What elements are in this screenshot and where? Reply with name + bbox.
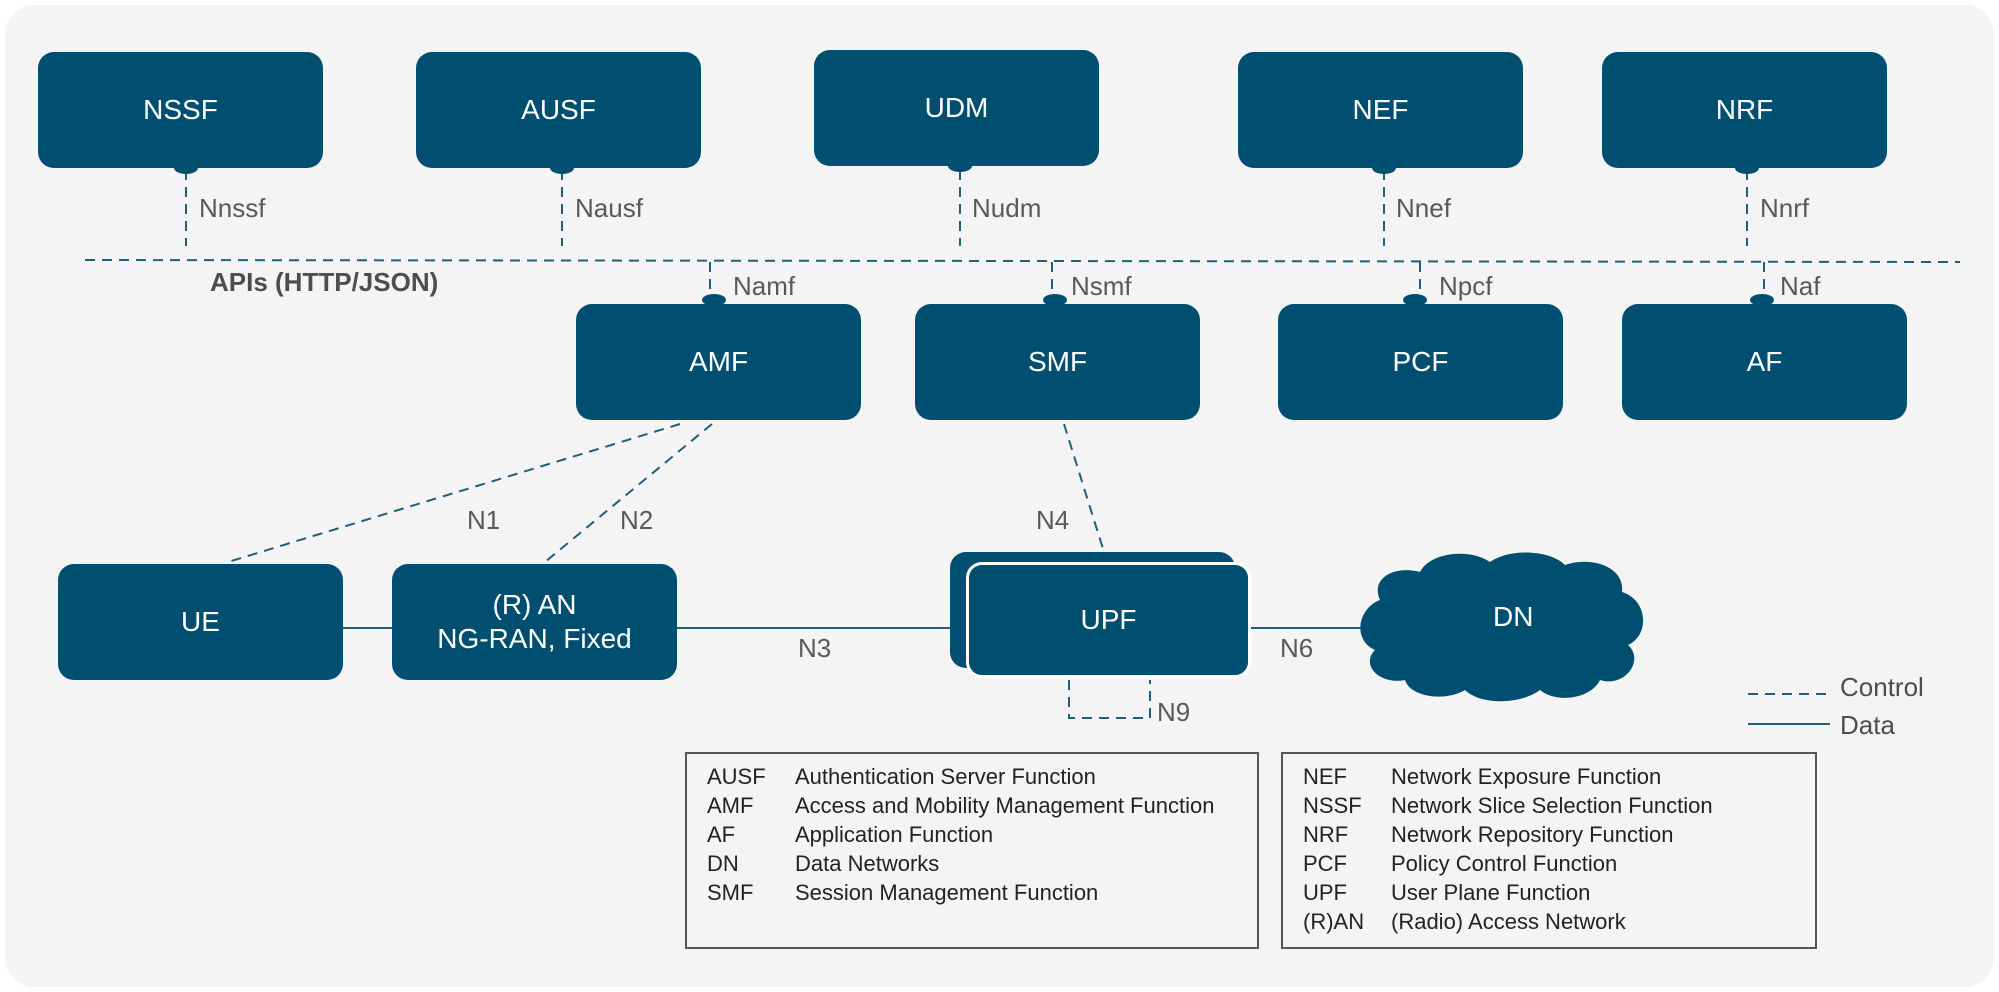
legend-row: (R)AN (Radio) Access Network xyxy=(1303,907,1815,936)
legend-abbr: SMF xyxy=(707,880,754,905)
n1-link xyxy=(227,423,681,563)
legend-left: AUSF Authentication Server Function AMF Ac… xyxy=(685,752,1259,949)
legend-abbr: NSSF xyxy=(1303,793,1362,818)
legend-abbr: DN xyxy=(707,851,739,876)
legend-row: SMF Session Management Function xyxy=(707,878,1257,907)
legend-row: PCF Policy Control Function xyxy=(1303,849,1815,878)
legend-desc: Access and Mobility Management Function xyxy=(795,793,1215,818)
nf-name: NEF xyxy=(1352,94,1409,125)
dn-label: DN xyxy=(1493,601,1534,632)
nf-name: NRF xyxy=(1715,94,1774,125)
ref-label-n2: N2 xyxy=(620,505,654,535)
legend-abbr: (R)AN xyxy=(1303,909,1365,934)
n9-loop xyxy=(1068,680,1151,719)
legend-right: NEF Network Exposure Function NSSF Network… xyxy=(1281,752,1817,949)
nf-box-udm: UDM xyxy=(814,50,1099,166)
legend-row: DN Data Networks xyxy=(707,849,1257,878)
nf-box-smf: SMF xyxy=(915,304,1200,420)
smf-port xyxy=(1043,294,1067,306)
legend-desc: Policy Control Function xyxy=(1391,851,1618,876)
legend-abbr: NRF xyxy=(1303,822,1349,847)
interface-label-nnef: Nnef xyxy=(1396,193,1451,223)
nf-box-pcf: PCF xyxy=(1278,304,1563,420)
ue-label: UE xyxy=(181,606,220,637)
legend-abbr: PCF xyxy=(1303,851,1347,876)
dn-cloud xyxy=(1360,552,1644,702)
legend-abbr: AMF xyxy=(707,793,754,818)
ref-label-n1: N1 xyxy=(467,505,501,535)
legend-desc: (Radio) Access Network xyxy=(1391,909,1626,934)
legend-row: NRF Network Repository Function xyxy=(1303,820,1815,849)
ue-box: UE xyxy=(58,564,343,680)
af-port xyxy=(1750,294,1774,306)
legend-desc: User Plane Function xyxy=(1391,880,1591,905)
legend-desc: Network Repository Function xyxy=(1391,822,1674,847)
nf-name: PCF xyxy=(1392,346,1449,377)
ran-label-line1: (R) AN xyxy=(492,589,577,620)
key-control-label: Control xyxy=(1840,672,1924,702)
ref-label-n6: N6 xyxy=(1280,633,1314,663)
nf-box-nef: NEF xyxy=(1238,52,1523,168)
api-bus-line xyxy=(84,259,1961,263)
legend-desc: Network Slice Selection Function xyxy=(1391,793,1713,818)
interface-label-nsmf: Nsmf xyxy=(1071,271,1132,301)
interface-label-nudm: Nudm xyxy=(972,193,1042,223)
nf-name: SMF xyxy=(1027,346,1088,377)
ref-label-n4: N4 xyxy=(1036,505,1070,535)
nf-box-amf: AMF xyxy=(576,304,861,420)
upf-label: UPF xyxy=(1080,604,1137,635)
legend-abbr: AUSF xyxy=(707,764,766,789)
legend-row: AF Application Function xyxy=(707,820,1257,849)
legend-abbr: UPF xyxy=(1303,880,1347,905)
legend-abbr: AF xyxy=(707,822,736,847)
ref-label-n3: N3 xyxy=(798,633,832,663)
ref-label-n9: N9 xyxy=(1157,697,1191,727)
legend-desc: Data Networks xyxy=(795,851,940,876)
ran-label-line2: NG-RAN, Fixed xyxy=(437,623,632,654)
legend-row: AMF Access and Mobility Management Functi… xyxy=(707,791,1257,820)
nf-name: NSSF xyxy=(143,94,218,125)
nf-box-af: AF xyxy=(1622,304,1907,420)
key-data-label: Data xyxy=(1840,710,1895,740)
interface-label-nnrf: Nnrf xyxy=(1760,193,1810,223)
legend-row: UPF User Plane Function xyxy=(1303,878,1815,907)
nf-box-nrf: NRF xyxy=(1602,52,1887,168)
legend-desc: Network Exposure Function xyxy=(1391,764,1662,789)
n4-link xyxy=(1063,423,1105,553)
nf-box-ausf: AUSF xyxy=(416,52,701,168)
n2-link xyxy=(544,423,713,563)
upf-box: UPF xyxy=(966,562,1251,678)
nf-name: UDM xyxy=(924,92,989,123)
legend-row: AUSF Authentication Server Function xyxy=(707,762,1257,791)
pcf-port xyxy=(1403,294,1427,306)
interface-label-namf: Namf xyxy=(733,271,796,301)
nf-name: AF xyxy=(1746,346,1783,377)
nf-box-nssf: NSSF xyxy=(38,52,323,168)
legend-desc: Authentication Server Function xyxy=(795,764,1096,789)
amf-port xyxy=(702,294,726,306)
api-bus-label: APIs (HTTP/JSON) xyxy=(210,267,439,297)
legend-row: NEF Network Exposure Function xyxy=(1303,762,1815,791)
legend-abbr: NEF xyxy=(1303,764,1347,789)
nf-name: AUSF xyxy=(521,94,596,125)
ran-box: (R) AN NG-RAN, Fixed xyxy=(392,564,677,680)
legend-desc: Application Function xyxy=(795,822,994,847)
interface-label-nnssf: Nnssf xyxy=(199,193,266,223)
legend-row: NSSF Network Slice Selection Function xyxy=(1303,791,1815,820)
interface-label-nausf: Nausf xyxy=(575,193,643,223)
nf-name: AMF xyxy=(688,346,749,377)
legend-desc: Session Management Function xyxy=(795,880,1099,905)
interface-label-naf: Naf xyxy=(1780,271,1821,301)
interface-label-npcf: Npcf xyxy=(1439,271,1493,301)
